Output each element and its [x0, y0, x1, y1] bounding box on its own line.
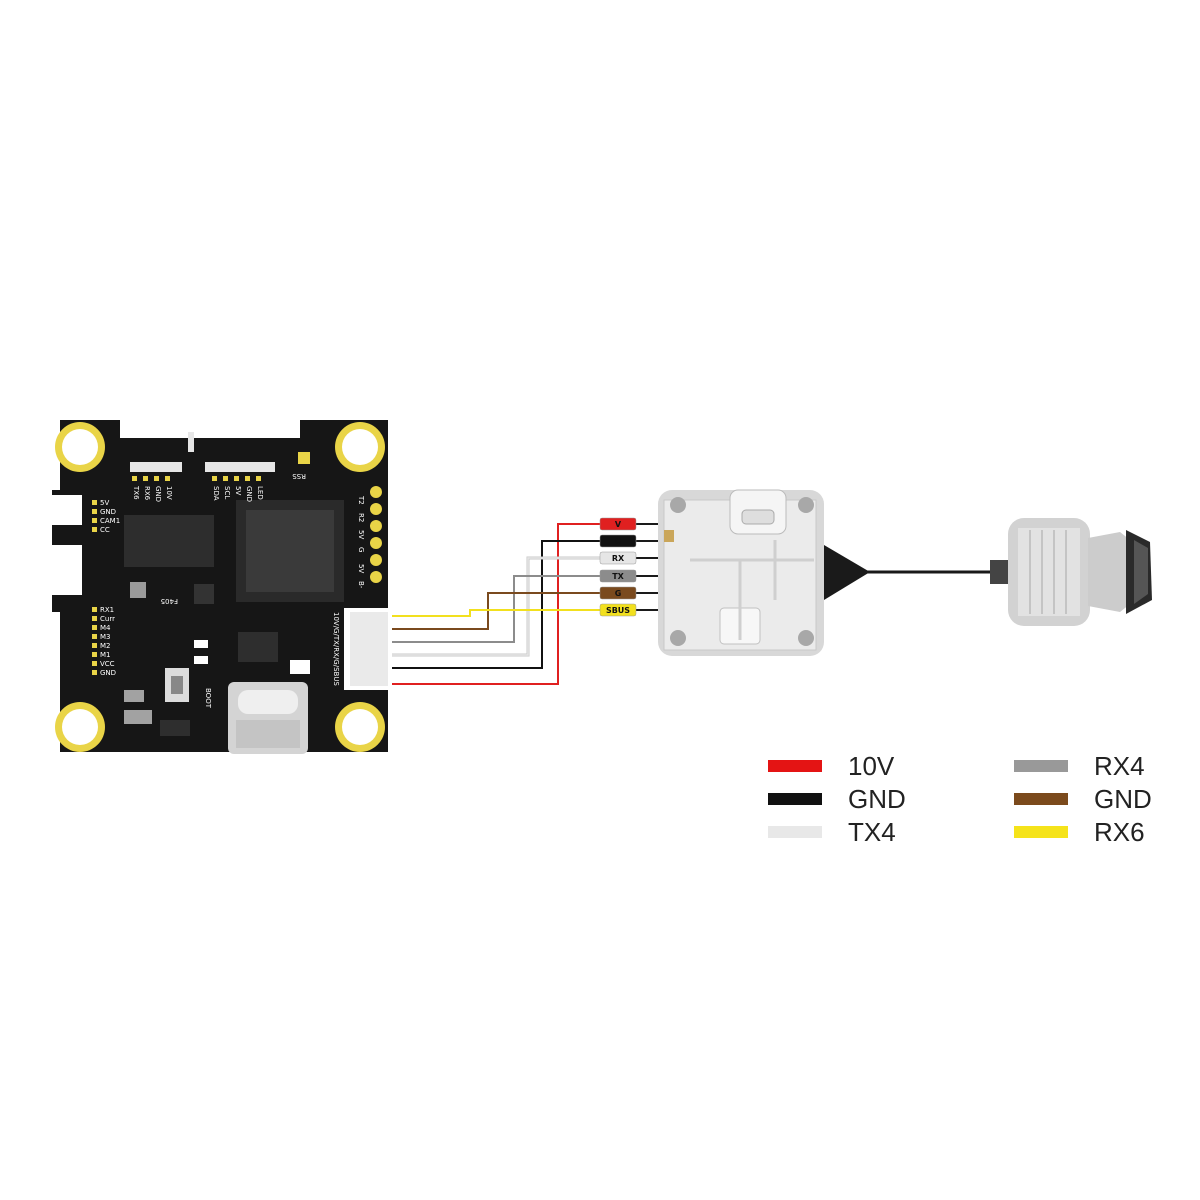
legend-swatch	[768, 760, 822, 772]
pad-label: GND	[100, 669, 116, 677]
legend-swatch	[1014, 826, 1068, 838]
regulator-chip	[238, 632, 278, 662]
pad-label: M2	[100, 642, 111, 650]
pad-label: 5V	[357, 564, 365, 573]
camera	[990, 518, 1152, 626]
usb-c-port	[228, 682, 308, 754]
wire-label-text: SBUS	[606, 606, 630, 615]
wire	[392, 523, 604, 685]
coax-connector	[824, 545, 870, 600]
wire-label-tag	[599, 517, 637, 531]
legend-swatch	[1014, 793, 1068, 805]
wire-outline	[392, 556, 604, 657]
pad-label: SCL	[223, 486, 231, 499]
pad-label: GND	[154, 486, 162, 502]
osd-chip	[124, 515, 214, 567]
rss-label: RSS	[292, 472, 306, 480]
pad-label: GND	[245, 486, 253, 502]
wire-label-tag	[599, 586, 637, 600]
legend-swatch	[1014, 760, 1068, 772]
pad-label: M3	[100, 633, 111, 641]
pad-label: 5V	[100, 499, 109, 507]
pad-label: VCC	[100, 660, 115, 668]
wire-label-tag	[599, 534, 637, 548]
wire	[392, 540, 604, 669]
chip-label: F405	[161, 597, 178, 605]
gyro-chip	[194, 584, 214, 604]
wire-label-text: G	[615, 537, 622, 546]
legend-swatch	[768, 793, 822, 805]
wire-label-tag	[599, 603, 637, 617]
pad-label: Curr	[100, 615, 115, 623]
pad-label: B-	[357, 581, 365, 589]
wire-label-text: RX	[612, 554, 625, 563]
pad-label: SDA	[212, 486, 220, 501]
mounting-hole	[335, 422, 385, 472]
pad-label: T2	[357, 495, 365, 505]
pad-label: CC	[100, 526, 110, 534]
pad-label: 5V	[357, 530, 365, 539]
wire	[392, 557, 604, 656]
pad-label: 10V	[165, 486, 173, 500]
pad-label: M1	[100, 651, 111, 659]
mounting-hole	[55, 422, 105, 472]
boot-label: BOOT	[204, 688, 212, 709]
top-connector	[205, 462, 275, 472]
wire-harness	[392, 523, 660, 685]
top-connector	[130, 462, 182, 472]
wire	[392, 609, 604, 617]
legend-swatch	[768, 826, 822, 838]
pad-label: 5V	[234, 486, 242, 495]
pad-label: M4	[100, 624, 111, 632]
wire-label-text: G	[615, 589, 622, 598]
legend-label: RX4	[1094, 751, 1145, 781]
wire-label-tag	[599, 569, 637, 583]
legend-label: GND	[848, 784, 906, 814]
pad-label: TX6	[132, 485, 140, 500]
pad-label: RX1	[100, 606, 114, 614]
legend-label: GND	[1094, 784, 1152, 814]
mounting-hole	[335, 702, 385, 752]
crystal	[130, 582, 146, 598]
wire-label-text: TX	[612, 572, 624, 581]
connector-label: 10V/G/TX/RX/G/SBUS	[332, 612, 340, 686]
pad-label: GND	[100, 508, 116, 516]
pad-label: G	[357, 547, 365, 552]
pad-label: R2	[357, 513, 365, 522]
pad-label: CAM1	[100, 517, 120, 525]
wire-label-tag	[599, 551, 637, 565]
side-slot	[52, 545, 82, 595]
rss-pad	[298, 452, 310, 464]
pad-label: LED	[256, 486, 264, 500]
wire-label-text: V	[615, 520, 622, 529]
legend-label: TX4	[848, 817, 896, 847]
legend-label: 10V	[848, 751, 895, 781]
pad-label: RX6	[143, 486, 151, 501]
mounting-hole	[55, 702, 105, 752]
legend-label: RX6	[1094, 817, 1145, 847]
